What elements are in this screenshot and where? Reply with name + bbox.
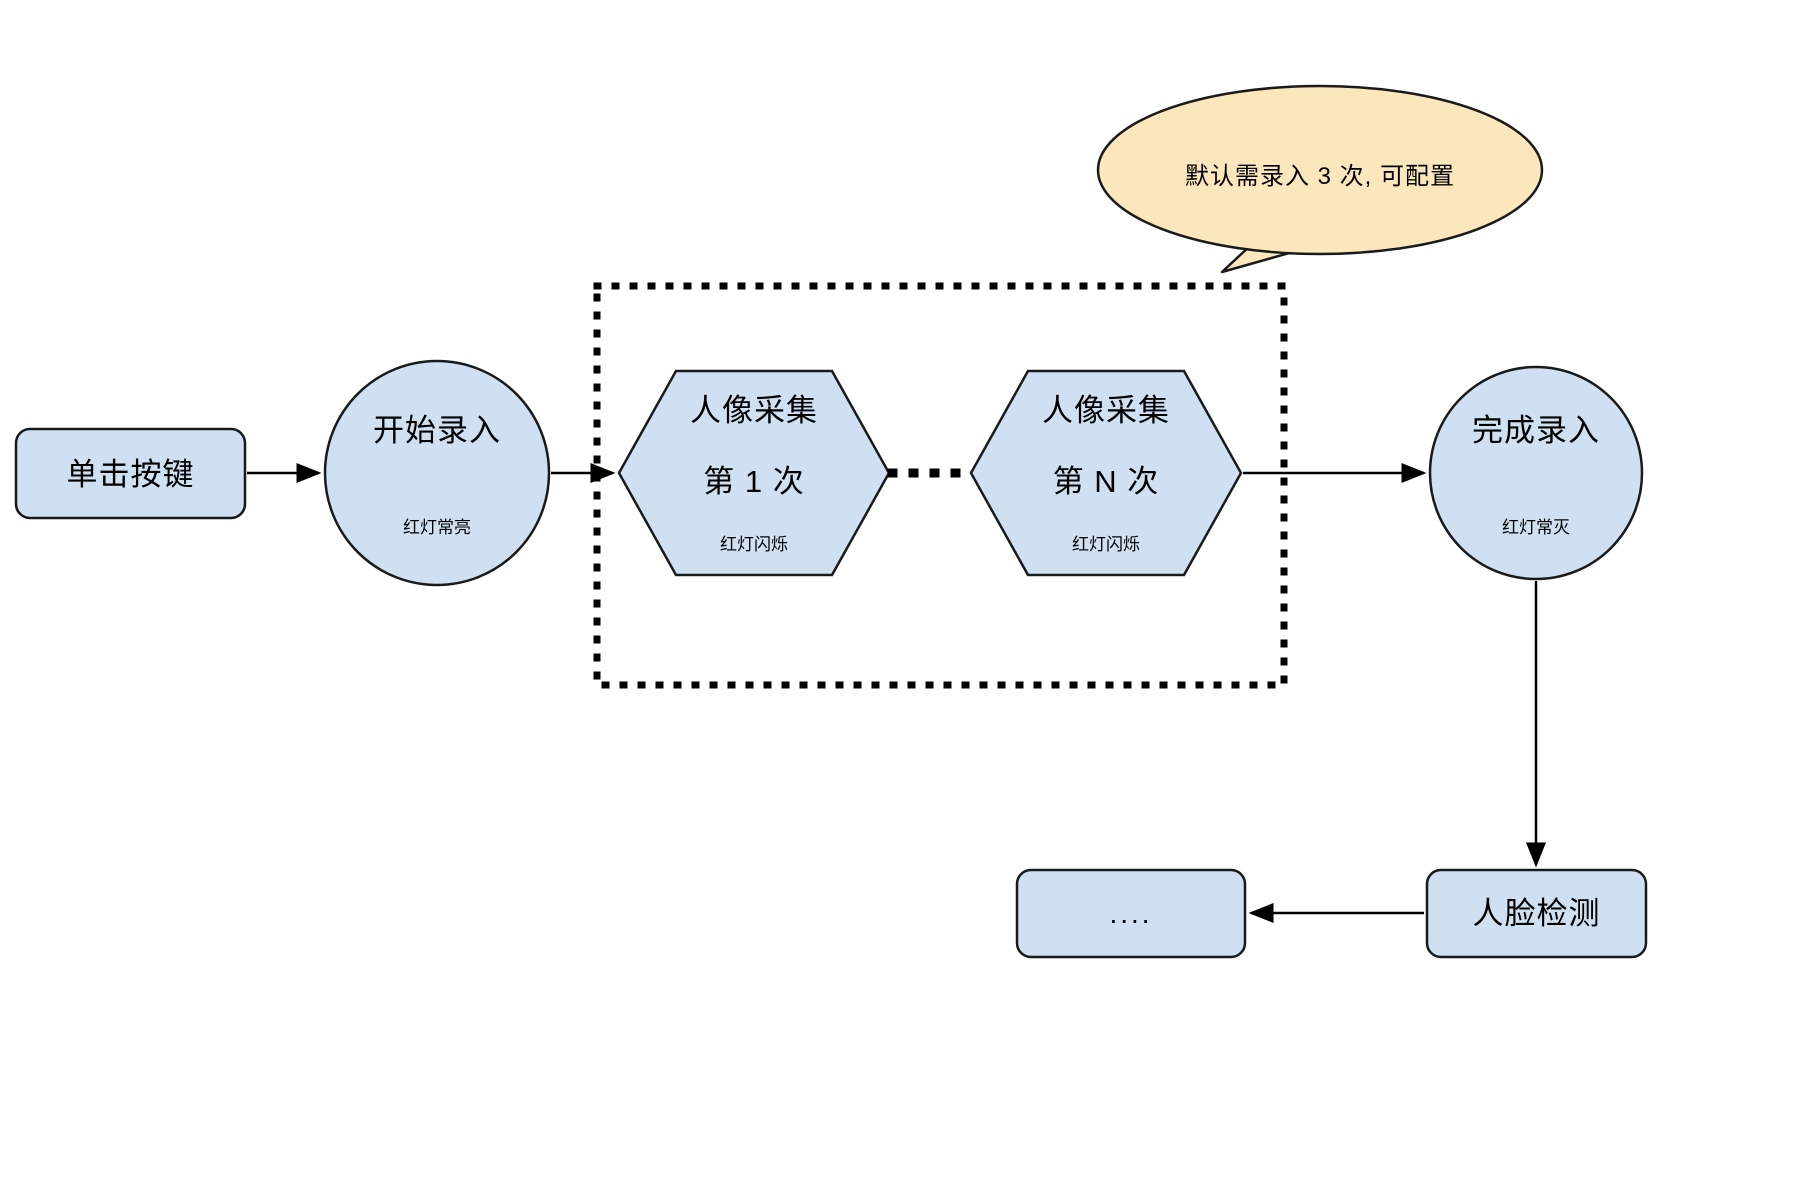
node-capture-first-shape[interactable] [617, 369, 891, 577]
node-start-enroll-shape[interactable] [323, 359, 551, 587]
node-click-key-shape[interactable] [14, 427, 247, 520]
callout-bubble [1096, 84, 1544, 256]
node-capture-nth-shape[interactable] [969, 369, 1243, 577]
node-finish-enroll-shape[interactable] [1428, 365, 1644, 581]
node-face-detect-shape[interactable] [1425, 868, 1648, 959]
capture-loop-group-border [593, 282, 1288, 689]
node-more-steps-shape[interactable] [1015, 868, 1247, 959]
